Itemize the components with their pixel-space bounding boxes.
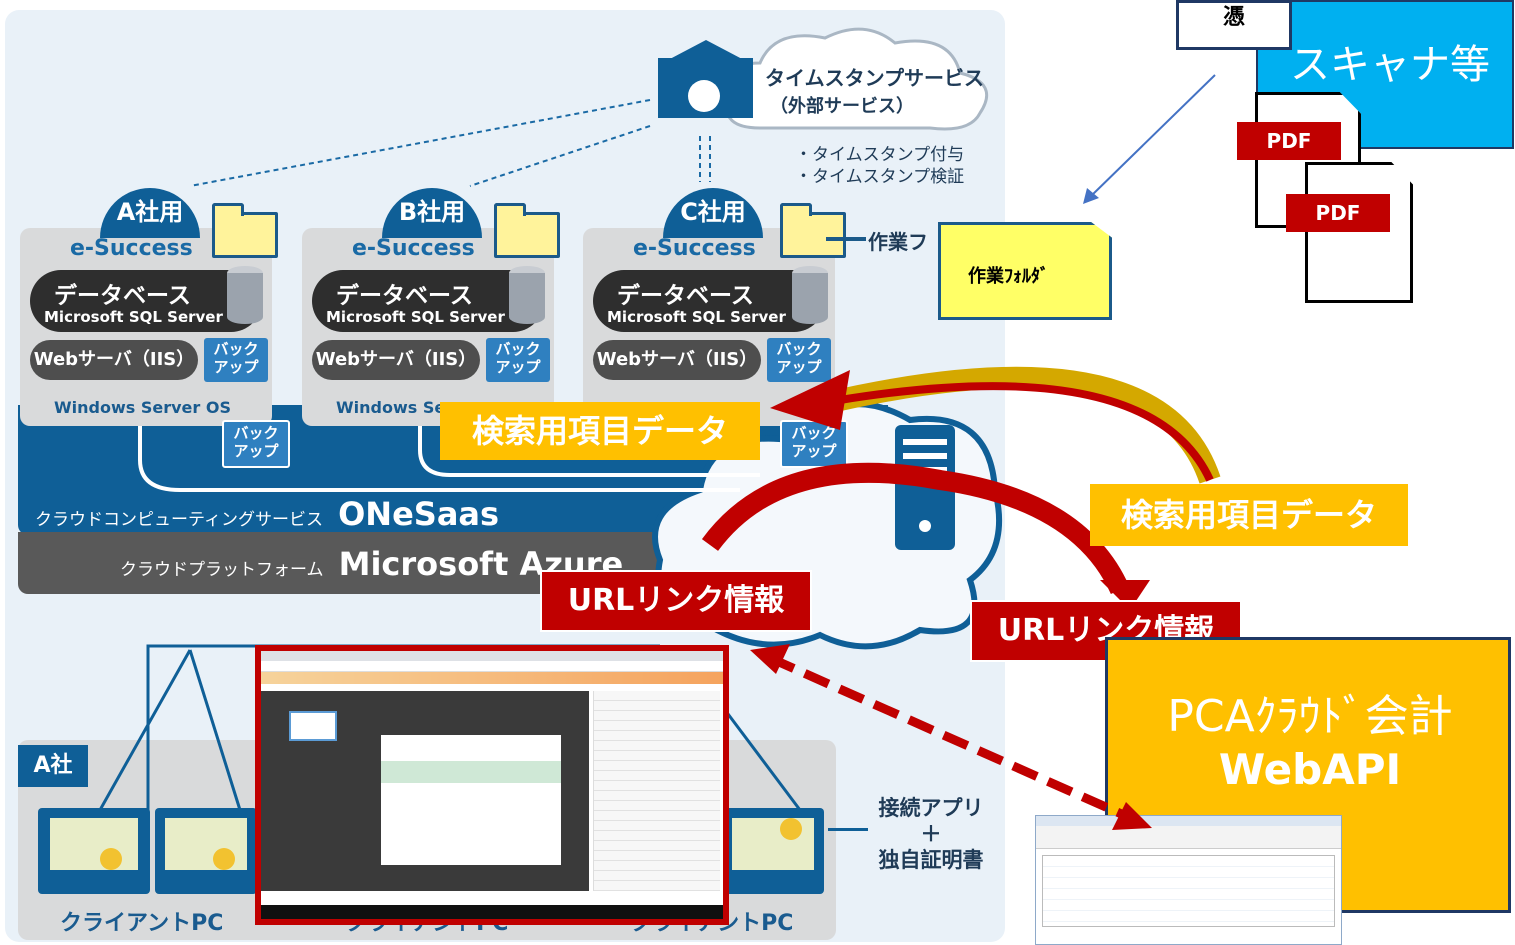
tenant-b-os: Windows Se	[336, 398, 446, 417]
tenant-c-database: データベース Microsoft SQL Server	[593, 270, 825, 332]
search-data-label-2: 検索用項目データ	[1090, 484, 1408, 546]
timestamp-dashed-arrows	[189, 99, 711, 187]
tenant-b-backup: バック アップ	[486, 338, 550, 382]
tenant-c-folder-icon	[780, 203, 846, 258]
tenant-a-os: Windows Server OS	[54, 398, 231, 417]
pdf-label-2: PDF	[1286, 194, 1390, 232]
search-data-label-1: 検索用項目データ	[440, 402, 760, 460]
tenant-c-webserver: Webサーバ（IIS）	[593, 340, 761, 380]
timestamp-bullet-1: ・タイムスタンプ付与	[795, 145, 965, 165]
timestamp-building-icon	[658, 40, 753, 120]
dashed-link-arrow	[750, 644, 1152, 830]
tenant-b-esuccess: e-Success	[352, 236, 475, 261]
timestamp-bullet-2: ・タイムスタンプ検証	[795, 167, 965, 187]
tenant-b-db-icon	[509, 266, 545, 324]
tenant-a-db-icon	[227, 266, 263, 324]
work-folder-label: 作業フ	[868, 230, 928, 254]
client-pc-icon-2	[155, 808, 257, 894]
tenant-a: A社用 e-Success データベース Microsoft SQL Serve…	[20, 188, 272, 426]
tenant-a-webserver: Webサーバ（IIS）	[30, 340, 198, 380]
tenant-c: C社用 e-Success データベース Microsoft SQL Serve…	[583, 188, 835, 426]
tenant-c-db-icon	[792, 266, 828, 324]
tenant-b: B社用 e-Success データベース Microsoft SQL Serve…	[302, 188, 554, 426]
tenant-a-folder-icon	[212, 203, 278, 258]
pca-line1: PCAｸﾗｳﾄﾞ会計	[1167, 691, 1453, 742]
band-backup-1: バック アップ	[222, 420, 290, 468]
tenant-c-esuccess: e-Success	[633, 236, 756, 261]
url-link-label-1: URLリンク情報	[540, 570, 812, 632]
work-folder-line	[826, 237, 866, 241]
client-pc-icon-1	[38, 808, 150, 894]
connect-app-label: 接続アプリ ＋ 独自証明書	[878, 796, 984, 872]
tenant-b-webserver: Webサーバ（IIS）	[312, 340, 480, 380]
tenant-a-backup: バック アップ	[204, 338, 268, 382]
pdf-label-1: PDF	[1237, 122, 1341, 160]
timestamp-subtitle: （外部サービス）	[770, 96, 914, 117]
scanner-note: 憑	[1176, 0, 1292, 50]
work-folder-box-label: 作業ﾌｫﾙﾀﾞ	[968, 266, 1049, 287]
connect-app-line	[828, 828, 868, 831]
tenant-c-backup: バック アップ	[767, 338, 831, 382]
tenant-a-esuccess: e-Success	[70, 236, 193, 261]
pca-screenshot	[1035, 815, 1342, 945]
tenant-a-database: データベース Microsoft SQL Server	[30, 270, 262, 332]
onesaas-label: クラウドコンピューティングサービス ONeSaas	[35, 495, 500, 533]
tenant-b-database: データベース Microsoft SQL Server	[312, 270, 544, 332]
scanner-arrow	[1083, 74, 1216, 204]
work-folder-box	[938, 222, 1112, 320]
pca-line2: WebAPI	[1218, 745, 1402, 794]
band-connections	[138, 420, 760, 492]
company-a-label: A社	[18, 745, 88, 787]
flow-arrows	[701, 366, 1221, 610]
tenant-b-folder-icon	[494, 203, 560, 258]
esuccess-screenshot	[255, 645, 729, 925]
pdf-page-2	[1305, 162, 1413, 303]
timestamp-title: タイムスタンプサービス	[765, 66, 984, 90]
scanner-title: スキャナ等	[1290, 42, 1490, 88]
client-pc-label-1: クライアントPC	[60, 911, 224, 936]
client-pc-icon-3	[722, 808, 824, 894]
